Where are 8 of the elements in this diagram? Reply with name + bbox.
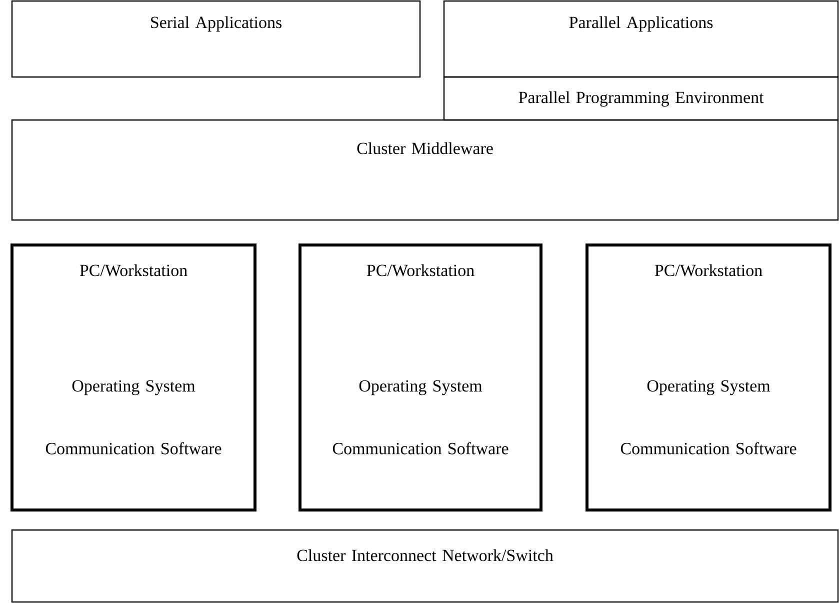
layer-box: Parallel Applications xyxy=(443,0,839,78)
layer-box: Parallel Programming Environment xyxy=(443,76,839,121)
layer-box: Serial Applications xyxy=(11,0,421,78)
computer-box: PC/Workstation Operating System Communication Software xyxy=(10,244,256,512)
computer-box: PC/Workstation Operating System Communication Software xyxy=(298,244,542,512)
computer-box: PC/Workstation Operating System Communication Software xyxy=(586,244,832,512)
layer-box: Cluster Middleware xyxy=(11,119,839,221)
layer-box: Cluster Interconnect Network/Switch xyxy=(11,529,839,603)
